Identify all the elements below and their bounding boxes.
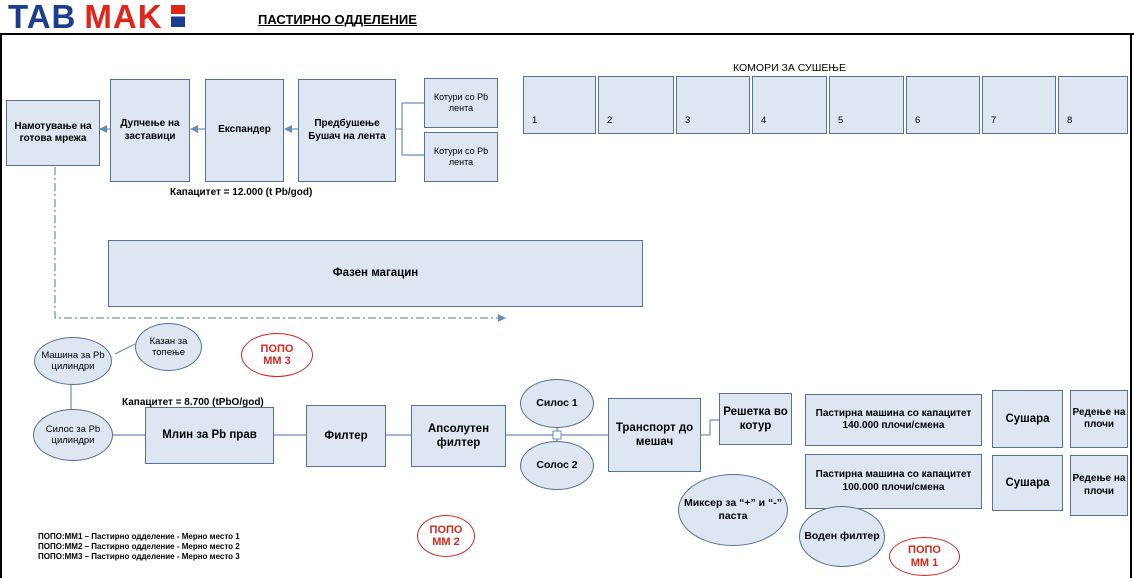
frame-right-border: [1130, 33, 1132, 578]
logo-flag-icon: [170, 5, 185, 27]
legend-item: ПОПО:ММ2 – Пастирно одделение - Мерно ме…: [38, 542, 240, 551]
pb-cylinder-machine-circle: Машина за Pb цилиндри: [34, 337, 112, 385]
pasting-machine-100k-box: Пастирна машина со капацитет 100.000 пло…: [805, 454, 982, 509]
pb-coil-box-2: Котури со Pb лента: [424, 132, 498, 182]
mm2-line1: ПОПО: [429, 523, 463, 536]
pre-drill-box: Предбушење Бушач на лента: [298, 79, 396, 182]
punching-label: Дупчење на заставици: [120, 118, 180, 142]
legend-item: ПОПО:ММ3 – Пастирно одделение - Мерно ме…: [38, 552, 240, 561]
melting-kettle-label: Казан за топење: [149, 335, 188, 358]
pasting-machine-140k-box: Пастирна машина со капацитет 140.000 пло…: [805, 394, 982, 446]
silo-1-circle: Силос 1: [520, 379, 594, 428]
bottom-capacity-label: Капацитет = 8.700 (tPbO/god): [122, 397, 264, 408]
drying-chamber-number: 2: [607, 115, 613, 127]
mm2-line2: ММ 2: [432, 536, 460, 548]
filter-label: Филтер: [324, 429, 368, 442]
drying-chamber-3: 3: [676, 76, 750, 134]
transport-to-mixer-box: Транспорт до мешач: [608, 398, 701, 472]
dryer-box-1: Сушара: [992, 390, 1063, 448]
coil-label: Котури со Pb лента: [433, 91, 489, 113]
plate-stacking-box-2: Редење на плочи: [1070, 455, 1128, 516]
expander-box: Експандер: [205, 79, 284, 182]
mm1-line1: ПОПО: [908, 544, 941, 557]
drying-chamber-7: 7: [982, 76, 1056, 134]
dryer-label: Сушара: [1005, 476, 1050, 489]
flow-to-warehouse-line: [54, 167, 506, 322]
dryer-label: Сушара: [1005, 412, 1050, 425]
drying-chamber-number: 1: [532, 115, 538, 127]
mm3-line1: ПОПО: [260, 342, 294, 355]
drying-chamber-number: 4: [761, 115, 767, 127]
mill-label: Млин за Pb прав: [162, 429, 257, 442]
absolute-filter-label: Апсолутен филтер: [427, 422, 490, 449]
punching-flags-box: Дупчење на заставици: [110, 79, 190, 182]
grid-coil-box: Решетка во котур: [719, 393, 792, 445]
pb-coil-box-1: Котури со Pb лента: [424, 78, 498, 128]
drying-chamber-number: 8: [1067, 115, 1073, 127]
pb-powder-mill-box: Млин за Pb прав: [145, 407, 274, 464]
drying-chamber-4: 4: [752, 76, 827, 134]
mm1-line2: ММ 1: [910, 556, 939, 569]
drying-chamber-number: 6: [915, 115, 921, 127]
silo-1-label: Силос 1: [536, 397, 578, 410]
phase-warehouse-box: Фазен магацин: [108, 240, 643, 307]
drying-chamber-number: 3: [685, 115, 691, 127]
silo-2-circle: Солос 2: [520, 441, 594, 490]
transport-label: Транспорт до мешач: [615, 421, 694, 448]
paste-machine-1-label: Пастирна машина со капацитет 140.000 пло…: [815, 407, 972, 432]
logo-tab-text: TAB: [8, 0, 77, 35]
stacking-label: Редење на плочи: [1072, 406, 1126, 431]
water-filter-label: Воден филтер: [804, 530, 880, 543]
frame-top-border: [0, 33, 1134, 35]
drying-chamber-2: 2: [598, 76, 674, 134]
expander-label: Експандер: [218, 124, 271, 136]
coil-label: Котури со Pb лента: [433, 145, 489, 167]
measurement-point-mm1: ПОПО ММ 1: [889, 537, 960, 576]
pb-machine-label: Машина за Pb цилиндри: [41, 349, 105, 372]
stacking-label: Редење на плочи: [1072, 473, 1126, 497]
pre-drill-label: Предбушење Бушач на лента: [308, 118, 386, 142]
drying-chambers-label: КОМОРИ ЗА СУШЕЊЕ: [733, 62, 846, 74]
warehouse-label: Фазен магацин: [332, 267, 419, 280]
plate-stacking-box-1: Редење на плочи: [1070, 390, 1128, 448]
winding-finished-grid-box: Намотување на готова мрежа: [6, 100, 100, 166]
measurement-point-mm3: ПОПО ММ 3: [241, 333, 313, 377]
drying-chamber-1: 1: [523, 76, 596, 134]
winding-label: Намотување на готова мрежа: [14, 120, 92, 145]
silo-2-label: Солос 2: [536, 459, 578, 472]
logo-mak-text: MAK: [84, 0, 163, 35]
page-title: ПАСТИРНО ОДДЕЛЕНИЕ: [258, 12, 417, 27]
measurement-point-mm2: ПОПО ММ 2: [417, 515, 475, 557]
silo-junction-marker: [552, 430, 562, 440]
dryer-box-2: Сушара: [992, 455, 1063, 511]
grid-label: Решетка во котур: [723, 405, 788, 432]
mm3-line2: ММ 3: [263, 355, 291, 367]
drying-chamber-number: 5: [838, 115, 844, 127]
absolute-filter-box: Апсолутен филтер: [411, 405, 506, 467]
top-capacity-label: Капацитет = 12.000 (t Pb/god): [170, 187, 313, 198]
connector-machine-kettle: [114, 343, 136, 355]
drying-chamber-number: 7: [991, 115, 997, 127]
paste-mixer-circle: Миксер за “+” и “-” паста: [678, 474, 788, 546]
drying-chamber-6: 6: [906, 76, 980, 134]
measurement-points-legend: ПОПО:ММ1 – Пастирно одделение - Мерно ме…: [38, 532, 240, 562]
pb-silo-circle: Силос за Pb цилиндри: [33, 409, 113, 461]
mixer-label: Миксер за “+” и “-” паста: [683, 497, 783, 522]
pb-silo-label: Силос за Pb цилиндри: [45, 423, 101, 446]
melting-kettle-circle: Казан за топење: [135, 323, 202, 371]
frame-left-border: [0, 33, 2, 578]
filter-box: Филтер: [306, 405, 386, 467]
water-filter-circle: Воден филтер: [799, 506, 885, 567]
legend-item: ПОПО:ММ1 – Пастирно одделение - Мерно ме…: [38, 532, 240, 541]
drying-chamber-5: 5: [829, 76, 904, 134]
drying-chamber-8: 8: [1058, 76, 1128, 134]
paste-machine-2-label: Пастирна машина со капацитет 100.000 пло…: [815, 469, 972, 493]
